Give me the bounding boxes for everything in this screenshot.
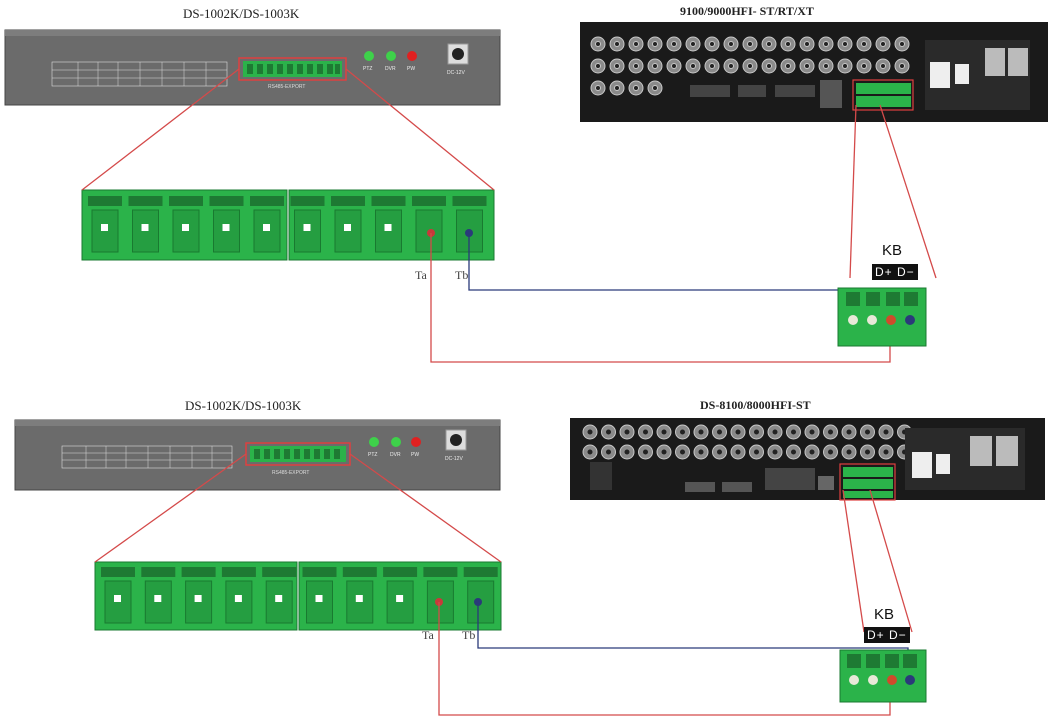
bottom-keyboard-title: DS-1002K/DS-1003K [185, 398, 302, 413]
bottom-power-jack-icon [450, 434, 462, 446]
bottom-dvr-device [570, 418, 1045, 501]
top-led-label-pw: PW [407, 66, 416, 72]
bottom-dvr-terminal [843, 467, 893, 477]
connector-pin [194, 595, 202, 602]
top-dvr-terminal [856, 83, 911, 94]
bottom-diagram [14, 418, 1045, 716]
bottom-dplus-dminus: D+ D− [864, 627, 910, 643]
bottom-ta-label: Ta [422, 628, 434, 642]
bottom-kb-connector [839, 649, 927, 703]
top-dvr-title: 9100/9000HFI- ST/RT/XT [680, 4, 814, 18]
top-expanded-connector [81, 189, 495, 261]
connector-pin [101, 224, 108, 231]
bottom-expanded-connector [94, 561, 502, 631]
bottom-power-label: DC-12V [445, 456, 463, 462]
top-keyboard-label-grid [51, 61, 228, 87]
connector-pin [141, 224, 149, 231]
bottom-port-label: RS485-EXPORT [272, 470, 310, 476]
connector-slot [331, 196, 365, 206]
bottom-keyboard-label-grid [61, 445, 233, 469]
connector-slot [463, 567, 498, 577]
connector-slot [101, 567, 135, 577]
bottom-keyboard-device [14, 419, 501, 491]
ptz-led-icon [364, 51, 374, 61]
connector-pin [263, 224, 270, 231]
bottom-power-led-icon [411, 437, 421, 447]
power-jack-icon [452, 48, 464, 60]
connector-slot [209, 196, 244, 206]
connector-slot [383, 567, 418, 577]
connector-slot [412, 196, 446, 206]
top-port-label: RS485-EXPORT [268, 84, 306, 90]
connector-slot [181, 567, 216, 577]
dvr-led-icon [386, 51, 396, 61]
top-led-label-ptz: PTZ [363, 66, 373, 72]
connector-pin [355, 595, 363, 602]
connector-pin [396, 595, 404, 602]
connector-pin [114, 595, 121, 602]
top-ta-label: Ta [415, 268, 427, 282]
connector-pin [154, 595, 162, 602]
connector-slot [371, 196, 406, 206]
connector-pin [234, 595, 242, 602]
connector-slot [423, 567, 458, 577]
connector-slot [88, 196, 122, 206]
top-led-label-dvr: DVR [385, 66, 396, 72]
connector-slot [169, 196, 203, 206]
top-kb-connector [837, 287, 927, 347]
top-diagram [4, 22, 1048, 363]
connector-slot [290, 196, 325, 206]
connector-pin [384, 224, 392, 231]
bottom-led-label-ptz: PTZ [368, 452, 378, 458]
connector-pin [344, 224, 351, 231]
top-kb-label: KB [882, 242, 903, 259]
connector-pin [315, 595, 323, 602]
connector-pin [222, 224, 230, 231]
top-power-label: DC-12V [447, 70, 465, 76]
connector-slot [262, 567, 297, 577]
connector-slot [141, 567, 176, 577]
bottom-dvr-led-icon [391, 437, 401, 447]
power-led-icon [407, 51, 417, 61]
connector-slot [250, 196, 284, 206]
connector-pin [275, 595, 283, 602]
bottom-tb-label: Tb [462, 628, 476, 642]
bottom-led-label-dvr: DVR [390, 452, 401, 458]
bottom-dvr-title: DS-8100/8000HFI-ST [700, 398, 811, 412]
top-keyboard-device [4, 29, 501, 106]
connector-pin [303, 224, 311, 231]
connector-pin [182, 224, 189, 231]
connector-slot [342, 567, 377, 577]
connector-slot [302, 567, 337, 577]
top-tb-label: Tb [455, 268, 469, 282]
bottom-kb-label: KB [874, 606, 895, 623]
connector-slot [452, 196, 487, 206]
top-dvr-device [580, 22, 1048, 122]
connector-slot [128, 196, 163, 206]
top-dplus-dminus: D+ D− [872, 264, 918, 280]
bottom-led-label-pw: PW [411, 452, 420, 458]
connector-slot [221, 567, 256, 577]
bottom-ptz-led-icon [369, 437, 379, 447]
top-keyboard-title: DS-1002K/DS-1003K [183, 6, 300, 21]
